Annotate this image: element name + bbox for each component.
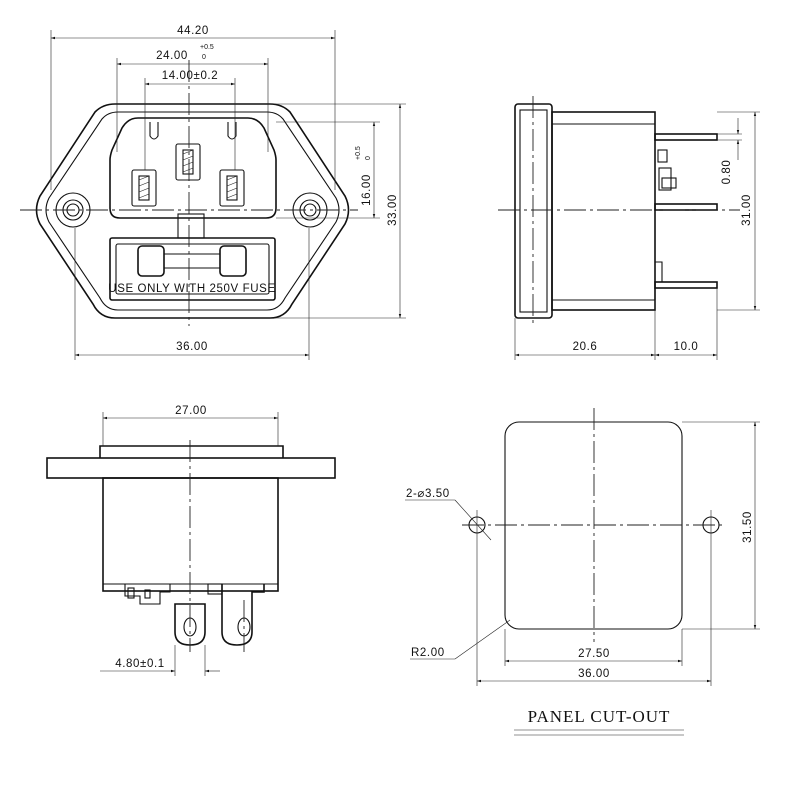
front-pin-earth xyxy=(175,143,201,181)
dimension-label: 0 xyxy=(365,156,372,160)
front-fuse-drawer-inner xyxy=(115,243,270,295)
front-dim-overall-width: 44.20 xyxy=(50,25,336,190)
dimension-label: 24.00 xyxy=(156,50,188,62)
dimension-label: 10.0 xyxy=(674,341,699,353)
dimension-label: 0 xyxy=(202,54,206,61)
front-view: USE ONLY WITH 250V FUSE 44.20 24.00 +0.5… xyxy=(20,25,406,360)
front-fuse-label: USE ONLY WITH 250V FUSE xyxy=(108,283,275,295)
side-terminal-bottom xyxy=(654,261,718,300)
dimension-label: 27.00 xyxy=(175,405,207,417)
bottom-terminal-small xyxy=(124,584,171,605)
dimension-label: 27.50 xyxy=(578,648,610,660)
side-dim-body-depth: 20.6 xyxy=(514,288,718,360)
dimension-label: 4.80±0.1 xyxy=(115,658,164,670)
panel-cutout-title: PANEL CUT-OUT xyxy=(528,707,671,726)
dimension-label: 33.00 xyxy=(387,194,399,226)
side-terminal-middle xyxy=(654,167,718,211)
dimension-label: 31.50 xyxy=(742,511,754,543)
front-flange-inner xyxy=(45,111,340,311)
bottom-flange xyxy=(46,457,336,479)
side-view: 0.80 31.00 20.6 10.0 xyxy=(498,96,760,360)
panel-cutout-outline xyxy=(504,421,683,630)
panel-dim-height: 31.50 xyxy=(682,421,760,630)
dimension-label: 20.6 xyxy=(573,341,598,353)
front-dim-body-width: 36.00 xyxy=(74,228,310,360)
side-dim-tab-thickness: 0.80 xyxy=(717,118,742,184)
side-dim-height: 31.00 xyxy=(717,111,760,311)
front-fuse-symbol xyxy=(137,245,247,277)
side-flange-inner xyxy=(519,109,548,313)
dimension-label: +0.5 xyxy=(355,146,362,160)
front-pin-live xyxy=(131,169,157,207)
front-socket-outline xyxy=(109,117,277,219)
dimension-label: R2.00 xyxy=(411,647,445,659)
dimension-label: 0.80 xyxy=(721,160,733,185)
dimension-label: 36.00 xyxy=(176,341,208,353)
dimension-label: 36.00 xyxy=(578,668,610,680)
panel-dim-holes: 2-⌀3.50 xyxy=(405,488,492,541)
panel-cutout: 2-⌀3.50 31.50 R2.00 27.50 36.00 PANEL CU… xyxy=(405,408,760,736)
dimension-label: 2-⌀3.50 xyxy=(406,488,450,500)
bottom-body xyxy=(102,477,279,592)
dimension-label: 44.20 xyxy=(177,25,209,37)
dimension-label: 16.00 xyxy=(361,174,373,206)
panel-dim-inner-width: 27.50 xyxy=(504,629,683,666)
bottom-view: 27.00 4.80±0.1 xyxy=(46,405,336,676)
bottom-terminal-right xyxy=(207,583,265,646)
front-pin-neutral xyxy=(219,169,245,207)
panel-dim-outer-width: 36.00 xyxy=(476,540,712,686)
side-terminal-top xyxy=(654,133,718,163)
front-dim-pin-spacing: 14.00±0.2 xyxy=(144,70,236,170)
bottom-dim-terminal-offset: 4.80±0.1 xyxy=(100,645,220,676)
dimension-label: 31.00 xyxy=(741,194,753,226)
front-dim-socket-width: 24.00 +0.5 0 xyxy=(116,44,269,152)
bottom-dim-width: 27.00 xyxy=(102,405,279,446)
front-dim-socket-height: 16.00 +0.5 0 xyxy=(276,121,380,219)
bottom-flange-lip xyxy=(99,445,284,458)
side-body xyxy=(551,111,656,311)
front-socket-notch-left xyxy=(149,122,159,140)
dimension-label: +0.5 xyxy=(200,44,214,51)
front-socket-notch-right xyxy=(227,122,237,140)
side-dim-terminal-length: 10.0 xyxy=(655,341,717,357)
front-fuse-drawer xyxy=(109,237,276,301)
dimension-label: 14.00±0.2 xyxy=(162,70,218,82)
front-dim-overall-height: 33.00 xyxy=(270,103,406,319)
panel-dim-radius: R2.00 xyxy=(410,619,511,660)
